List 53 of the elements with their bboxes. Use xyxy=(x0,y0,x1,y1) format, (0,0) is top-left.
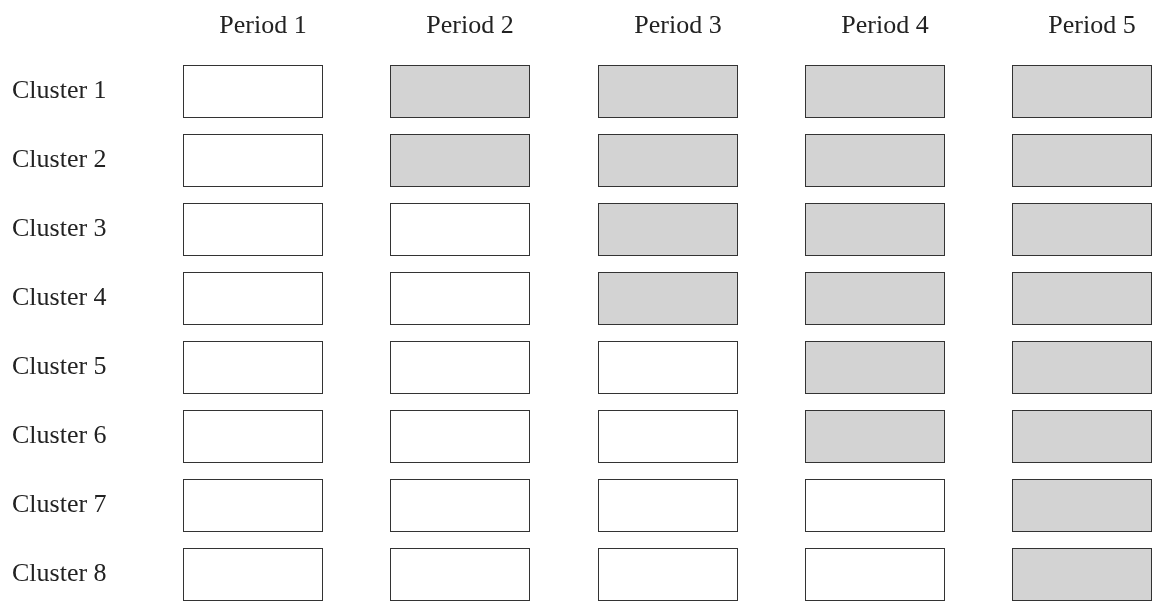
shaded-box xyxy=(1012,341,1152,394)
column-header: Period 4 xyxy=(841,10,929,40)
shaded-box xyxy=(1012,65,1152,118)
shaded-box xyxy=(390,65,530,118)
row-label: Cluster 6 xyxy=(12,419,107,450)
row-label: Cluster 5 xyxy=(12,350,107,381)
empty-box xyxy=(598,479,738,532)
empty-box xyxy=(183,341,323,394)
empty-box xyxy=(390,203,530,256)
empty-box xyxy=(390,479,530,532)
row-label: Cluster 4 xyxy=(12,281,107,312)
shaded-box xyxy=(805,272,945,325)
row-label: Cluster 1 xyxy=(12,74,107,105)
shaded-box xyxy=(805,341,945,394)
column-header: Period 1 xyxy=(219,10,307,40)
shaded-box xyxy=(1012,479,1152,532)
shaded-box xyxy=(1012,548,1152,601)
shaded-box xyxy=(390,134,530,187)
shaded-box xyxy=(805,65,945,118)
empty-box xyxy=(183,272,323,325)
row-label: Cluster 2 xyxy=(12,143,107,174)
shaded-box xyxy=(1012,272,1152,325)
shaded-box xyxy=(598,65,738,118)
empty-box xyxy=(390,548,530,601)
row-label: Cluster 7 xyxy=(12,488,107,519)
row-label: Cluster 8 xyxy=(12,557,107,588)
empty-box xyxy=(598,548,738,601)
empty-box xyxy=(183,65,323,118)
empty-box xyxy=(805,548,945,601)
empty-box xyxy=(183,203,323,256)
shaded-box xyxy=(1012,410,1152,463)
row-label: Cluster 3 xyxy=(12,212,107,243)
shaded-box xyxy=(598,272,738,325)
empty-box xyxy=(183,410,323,463)
shaded-box xyxy=(1012,203,1152,256)
shaded-box xyxy=(1012,134,1152,187)
shaded-box xyxy=(598,203,738,256)
shaded-box xyxy=(805,203,945,256)
column-header: Period 3 xyxy=(634,10,722,40)
column-header: Period 5 xyxy=(1048,10,1136,40)
shaded-box xyxy=(805,134,945,187)
empty-box xyxy=(805,479,945,532)
shaded-box xyxy=(805,410,945,463)
column-header: Period 2 xyxy=(426,10,514,40)
empty-box xyxy=(183,479,323,532)
shaded-box xyxy=(598,134,738,187)
empty-box xyxy=(598,410,738,463)
empty-box xyxy=(390,341,530,394)
empty-box xyxy=(598,341,738,394)
empty-box xyxy=(390,410,530,463)
empty-box xyxy=(183,548,323,601)
empty-box xyxy=(183,134,323,187)
empty-box xyxy=(390,272,530,325)
